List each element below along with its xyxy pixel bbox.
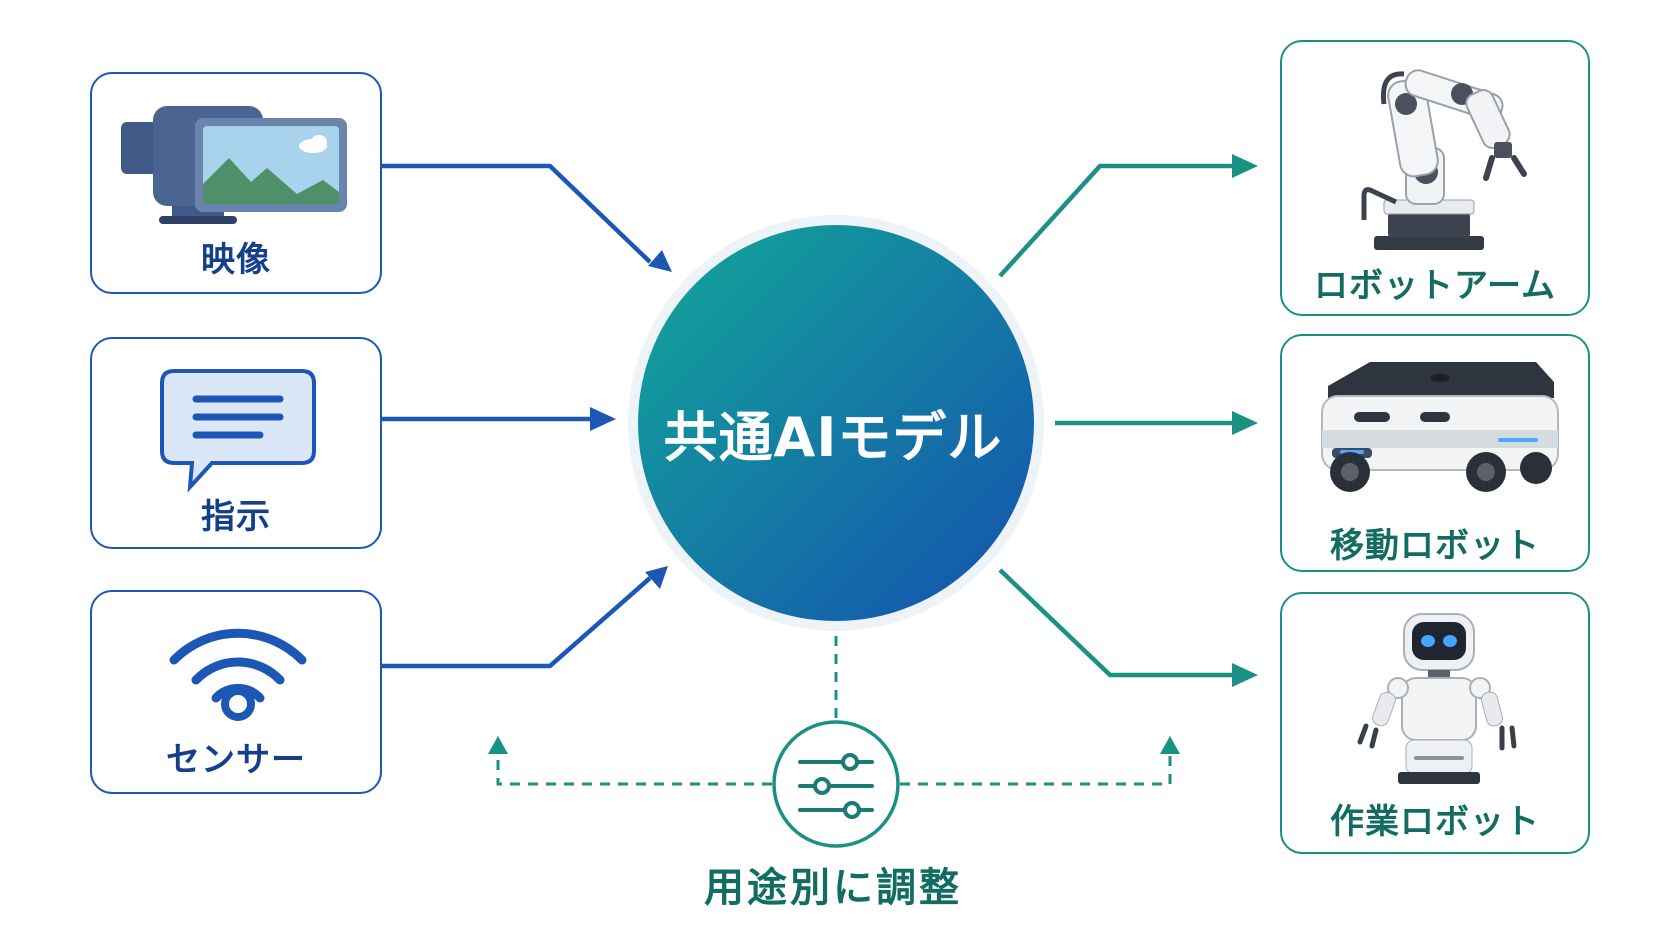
output-label-work-robot: 作業ロボット — [1330, 802, 1540, 842]
input-label-video: 映像 — [201, 240, 271, 280]
hub-title: 共通AIモデル — [663, 406, 1003, 469]
mobile-robot-icon — [1321, 362, 1559, 492]
arrow-video-to-hub — [380, 163, 652, 264]
humanoid-robot-icon — [1357, 613, 1517, 784]
output-card-work-robot: 作業ロボット — [1280, 592, 1590, 854]
dashed-adjust-to-right — [900, 752, 1172, 786]
output-card-mobile-robot: 移動ロボット — [1280, 334, 1590, 572]
arrowhead-video — [648, 250, 672, 272]
arrow-sensor-to-hub — [380, 576, 652, 669]
hub-circle — [638, 225, 1034, 621]
video-camera-icon — [121, 106, 347, 224]
input-card-sensor: センサー — [90, 590, 382, 794]
output-arrows — [998, 154, 1258, 687]
output-label-mobile-robot: 移動ロボット — [1330, 526, 1540, 566]
output-card-robot-arm: ロボットアーム — [1280, 40, 1590, 316]
input-card-instruction: 指示 — [90, 337, 382, 549]
arrowhead-mobile — [1232, 411, 1258, 435]
dashed-arrowhead-left — [488, 736, 508, 754]
input-arrows — [380, 163, 672, 669]
arrow-hub-to-arm — [998, 163, 1232, 278]
arrowhead-instruction — [590, 407, 616, 431]
arrow-hub-to-worker — [998, 568, 1232, 678]
output-label-robot-arm: ロボットアーム — [1314, 266, 1556, 306]
arrowhead-arm — [1232, 154, 1258, 178]
adjust-label: 用途別に調整 — [704, 865, 962, 911]
dashed-adjust-to-left — [496, 752, 772, 786]
arrowhead-worker — [1232, 663, 1258, 687]
input-card-video: 映像 — [90, 72, 382, 294]
input-label-instruction: 指示 — [201, 497, 271, 537]
adjust-connectors — [496, 636, 1172, 786]
dashed-arrowhead-right — [1160, 736, 1180, 754]
arrowhead-sensor — [645, 566, 668, 589]
wireless-signal-icon — [169, 628, 307, 721]
sliders-icon — [772, 720, 900, 848]
input-label-sensor: センサー — [166, 740, 306, 780]
speech-bubble-icon — [160, 369, 316, 493]
robot-arm-icon — [1361, 69, 1527, 250]
